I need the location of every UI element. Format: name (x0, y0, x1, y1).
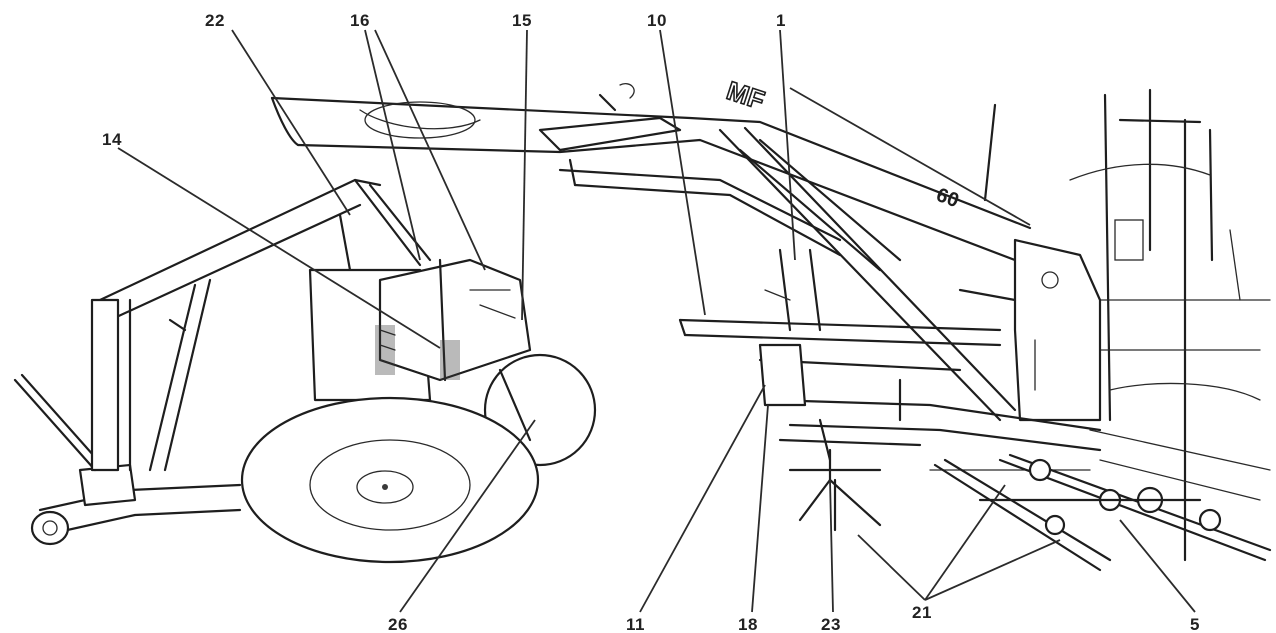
callout-26: 26 (388, 615, 408, 633)
callout-23: 23 (821, 615, 841, 633)
boom-lettering: 60 (933, 184, 961, 212)
crane-boom (90, 178, 432, 472)
callout-15: 15 (512, 11, 532, 30)
gearbox-assembly (308, 258, 597, 467)
mounting-frame (678, 238, 1102, 422)
jack-stand (788, 448, 882, 532)
stabiliser-feet (933, 453, 1272, 572)
callout-22: 22 (205, 11, 225, 30)
leader-lines (117, 29, 1196, 613)
loader-arm: MF 60 (270, 74, 1032, 264)
tractor-body (983, 88, 1271, 562)
callout-18: 18 (738, 615, 758, 633)
callout-11: 11 (626, 615, 645, 633)
callout-14: 14 (102, 130, 122, 149)
callout-16: 16 (350, 11, 370, 30)
sub-frame (758, 343, 1102, 471)
callout-21: 21 (912, 603, 932, 622)
callout-5: 5 (1190, 615, 1200, 633)
callout-labels: 22 16 15 10 1 14 26 11 18 23 21 5 (102, 11, 1200, 633)
arm-lettering: MF (723, 75, 768, 115)
callout-10: 10 (647, 11, 667, 30)
callout-1: 1 (776, 11, 786, 30)
tow-frame (13, 373, 242, 546)
